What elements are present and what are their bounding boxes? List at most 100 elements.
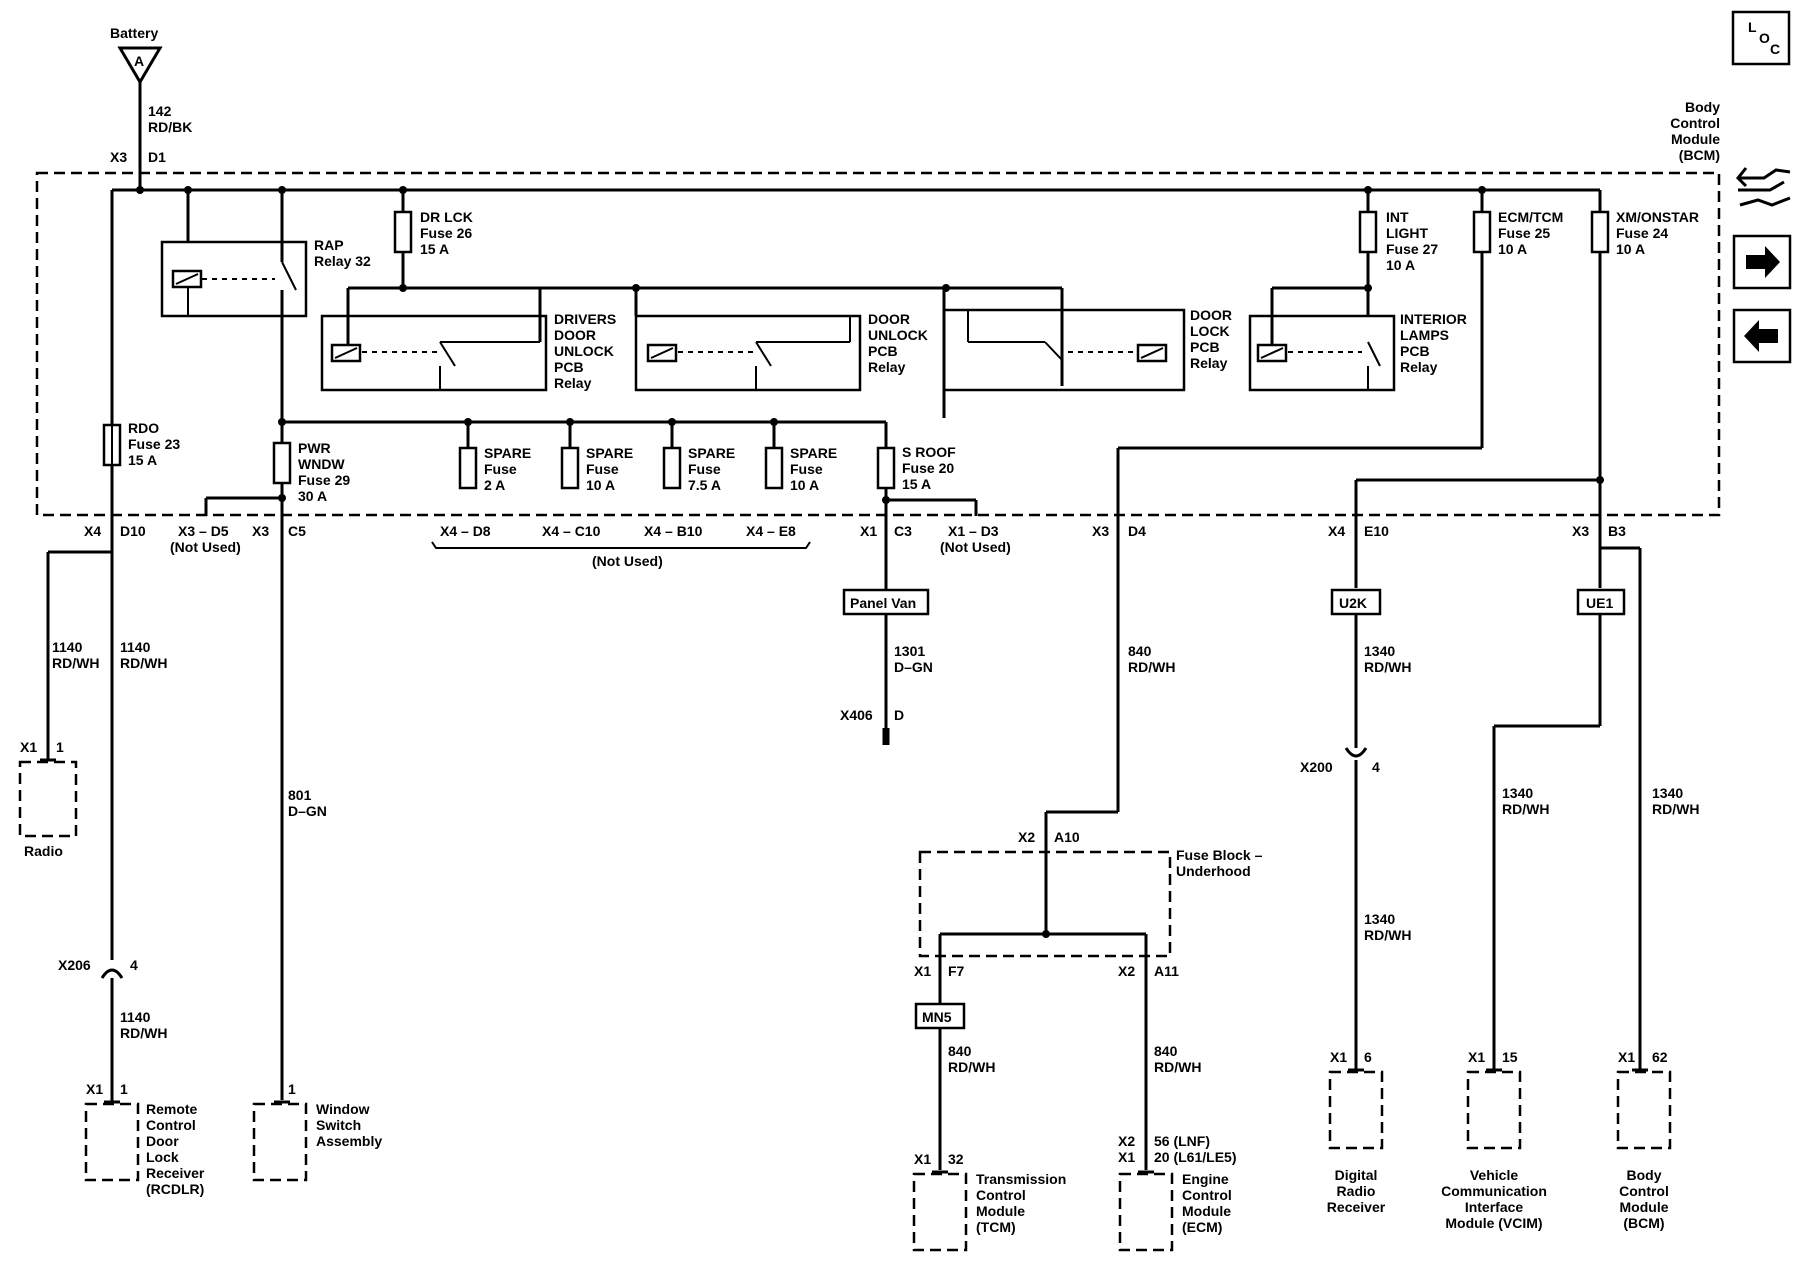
svg-text:Module: Module: [1620, 1199, 1669, 1215]
svg-text:RAP: RAP: [314, 237, 344, 253]
svg-text:1340: 1340: [1364, 911, 1395, 927]
svg-text:DR LCK: DR LCK: [420, 209, 473, 225]
svg-text:56 (LNF): 56 (LNF): [1154, 1133, 1210, 1149]
engine-control-module[interactable]: X2 56 (LNF) X1 20 (L61/LE5) Engine Contr…: [1118, 1133, 1236, 1252]
svg-text:X1: X1: [1618, 1049, 1635, 1065]
svg-text:UE1: UE1: [1586, 595, 1613, 611]
svg-text:S ROOF: S ROOF: [902, 444, 956, 460]
svg-text:20 (L61/LE5): 20 (L61/LE5): [1154, 1149, 1236, 1165]
svg-text:X406: X406: [840, 707, 873, 723]
svg-text:Module: Module: [1182, 1203, 1231, 1219]
svg-text:6: 6: [1364, 1049, 1372, 1065]
svg-text:7.5 A: 7.5 A: [688, 477, 721, 493]
svg-text:C5: C5: [288, 523, 306, 539]
fuse-spare-10a-2: SPARE Fuse 10 A: [764, 422, 837, 493]
next-page-button[interactable]: [1732, 234, 1792, 290]
vehicle-communication-interface-module[interactable]: X1 15 Vehicle Communication Interface Mo…: [1441, 1049, 1547, 1231]
svg-text:X4 – C10: X4 – C10: [542, 523, 601, 539]
not-used-bracket: [431, 541, 811, 549]
svg-text:(RCDLR): (RCDLR): [146, 1181, 204, 1197]
svg-text:Fuse 29: Fuse 29: [298, 472, 350, 488]
loc-button[interactable]: L O C: [1731, 10, 1791, 66]
transmission-control-module[interactable]: X1 32 Transmission Control Module (TCM): [912, 1151, 1066, 1252]
svg-text:Fuse: Fuse: [790, 461, 823, 477]
connector-x200: X200 4: [1300, 734, 1380, 775]
svg-text:D–GN: D–GN: [894, 659, 933, 675]
wire-1340-bcm-label: 1340 RD/WH: [1652, 785, 1699, 817]
wire-1140-lower-label: 1140 RD/WH: [120, 1009, 167, 1041]
fuse-xm-onstar: XM/ONSTAR Fuse 24 10 A: [1590, 190, 1699, 480]
svg-text:Relay: Relay: [1400, 359, 1438, 375]
svg-text:10 A: 10 A: [790, 477, 819, 493]
svg-text:1: 1: [120, 1081, 128, 1097]
svg-text:D: D: [894, 707, 904, 723]
feed-circuit: 142: [148, 103, 172, 119]
svg-text:DOOR: DOOR: [868, 311, 910, 327]
arrow-left-icon: [1744, 320, 1778, 352]
svg-text:F7: F7: [948, 963, 965, 979]
feed-color: RD/BK: [148, 119, 192, 135]
svg-text:62: 62: [1652, 1049, 1668, 1065]
wire-801-label: 801 D–GN: [288, 787, 327, 819]
digital-radio-receiver[interactable]: X1 6 Digital Radio Receiver: [1327, 1049, 1386, 1215]
svg-text:XM/ONSTAR: XM/ONSTAR: [1616, 209, 1699, 225]
window-switch-assembly[interactable]: 1 Window Switch Assembly: [252, 1081, 382, 1182]
svg-text:Control: Control: [976, 1187, 1026, 1203]
fuse-dr-lck: DR LCK Fuse 26 15 A: [393, 190, 473, 288]
relay-drivers-door-unlock: DRIVERS DOOR UNLOCK PCB Relay: [320, 288, 616, 392]
svg-text:DOOR: DOOR: [1190, 307, 1232, 323]
radio[interactable]: X1 1 Radio: [18, 739, 78, 859]
fuse-spare-2a: SPARE Fuse 2 A: [458, 422, 531, 493]
svg-text:D–GN: D–GN: [288, 803, 327, 819]
svg-text:1340: 1340: [1364, 643, 1395, 659]
svg-text:X2: X2: [1118, 963, 1135, 979]
fuse-rdo: RDO Fuse 23 15 A: [102, 420, 180, 468]
arrow-right-icon: [1746, 246, 1780, 278]
svg-text:X2: X2: [1018, 829, 1035, 845]
svg-text:Control: Control: [1670, 115, 1720, 131]
svg-text:D10: D10: [120, 523, 146, 539]
wire-1340-radio-label: 1340 RD/WH: [1364, 911, 1411, 943]
svg-text:X1: X1: [860, 523, 877, 539]
svg-text:Control: Control: [146, 1117, 196, 1133]
svg-text:X206: X206: [58, 957, 91, 973]
svg-text:1: 1: [56, 739, 64, 755]
relay-rap: RAP Relay 32: [160, 190, 371, 318]
svg-text:LOCK: LOCK: [1190, 323, 1230, 339]
svg-text:32: 32: [948, 1151, 964, 1167]
svg-text:WNDW: WNDW: [298, 456, 345, 472]
svg-text:UNLOCK: UNLOCK: [868, 327, 928, 343]
svg-text:Fuse 26: Fuse 26: [420, 225, 472, 241]
svg-text:Relay: Relay: [868, 359, 906, 375]
loc-letter-l: L: [1748, 19, 1757, 35]
svg-text:X2: X2: [1118, 1133, 1135, 1149]
svg-text:X1: X1: [20, 739, 37, 755]
connector-view-icon[interactable]: [1735, 167, 1791, 207]
previous-page-button[interactable]: [1732, 308, 1792, 364]
wire-840-ecm-label: 840 RD/WH: [1154, 1043, 1201, 1075]
svg-text:X1: X1: [914, 1151, 931, 1167]
bcm-boundary: [35, 171, 1721, 517]
fuse-spare-7-5a: SPARE Fuse 7.5 A: [662, 422, 735, 493]
svg-text:Door: Door: [146, 1133, 179, 1149]
svg-text:Module: Module: [976, 1203, 1025, 1219]
svg-text:SPARE: SPARE: [688, 445, 735, 461]
svg-text:RD/WH: RD/WH: [120, 1025, 167, 1041]
body-control-module-lower[interactable]: X1 62 Body Control Module (BCM): [1616, 1049, 1672, 1231]
svg-text:Remote: Remote: [146, 1101, 198, 1117]
svg-text:Underhood: Underhood: [1176, 863, 1251, 879]
svg-text:Fuse: Fuse: [586, 461, 619, 477]
svg-text:Window: Window: [316, 1101, 370, 1117]
fuse-pwr-wndw: PWR WNDW Fuse 29 30 A: [272, 440, 350, 504]
fuse-ecm-tcm: ECM/TCM Fuse 25 10 A: [1472, 190, 1563, 448]
svg-text:30 A: 30 A: [298, 488, 327, 504]
svg-text:Relay: Relay: [1190, 355, 1228, 371]
svg-text:Switch: Switch: [316, 1117, 361, 1133]
svg-text:10 A: 10 A: [1386, 257, 1415, 273]
wire-840-tcm-label: 840 RD/WH: [948, 1043, 995, 1075]
rcdlr[interactable]: X1 1 Remote Control Door Lock Receiver (…: [84, 1081, 205, 1197]
svg-text:Fuse 25: Fuse 25: [1498, 225, 1550, 241]
svg-text:X1 – D3: X1 – D3: [948, 523, 999, 539]
